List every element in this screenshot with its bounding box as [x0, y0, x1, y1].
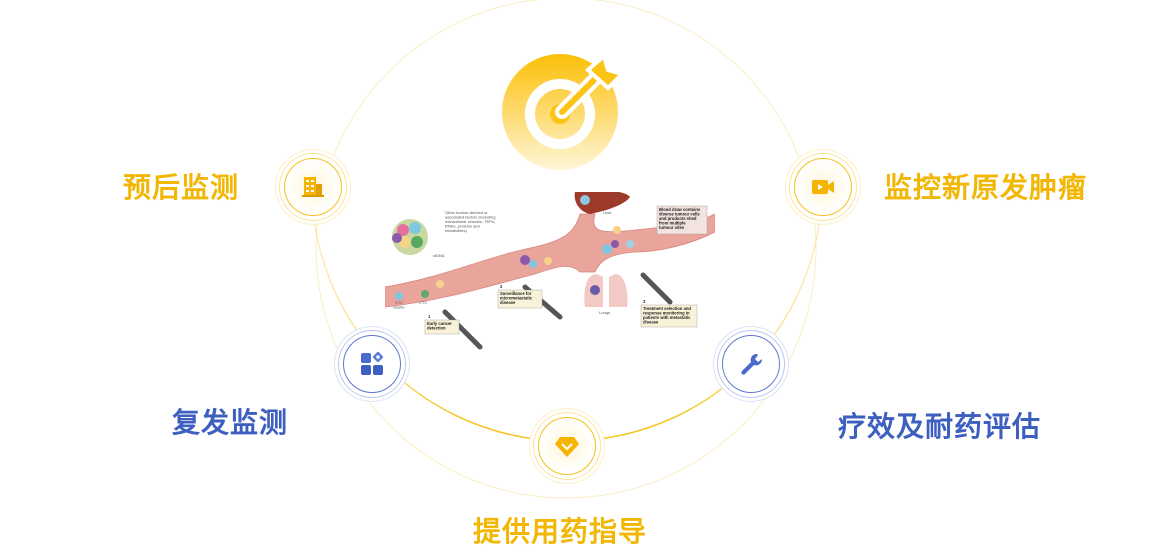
prognosis-label: 预后监测	[123, 171, 240, 204]
target-icon	[502, 52, 626, 170]
step3-number: 3	[643, 299, 646, 304]
liver	[574, 192, 630, 214]
recurrence-label: 复发监测	[172, 406, 289, 439]
outer-faint-ring	[315, 0, 817, 499]
medication-label: 提供用药指导	[473, 515, 648, 548]
ctc-label: CTC	[419, 300, 427, 305]
cells	[395, 226, 634, 300]
new-primary-node[interactable]	[794, 158, 852, 216]
efficacy-label: 疗效及耐药评估	[838, 410, 1042, 443]
ctdna-label: ctDNA	[433, 253, 445, 258]
efficacy-node[interactable]	[722, 335, 780, 393]
prognosis-node[interactable]	[284, 158, 342, 216]
wrench-icon	[741, 353, 763, 375]
lungs	[584, 274, 628, 307]
lungs-label: Lungs	[599, 310, 610, 315]
tumour-cluster	[392, 219, 428, 255]
step2-number: 2	[500, 284, 503, 289]
video-camera-icon	[812, 180, 834, 194]
new-primary-label: 监控新原发肿瘤	[884, 171, 1088, 204]
apps-grid-icon	[361, 351, 384, 375]
liver-label: Liver	[603, 210, 612, 215]
building-icon	[302, 177, 324, 197]
medication-node[interactable]	[538, 417, 596, 475]
step1-number: 1	[428, 314, 431, 319]
recurrence-node[interactable]	[343, 335, 401, 393]
diamond-badge-icon	[555, 437, 579, 457]
